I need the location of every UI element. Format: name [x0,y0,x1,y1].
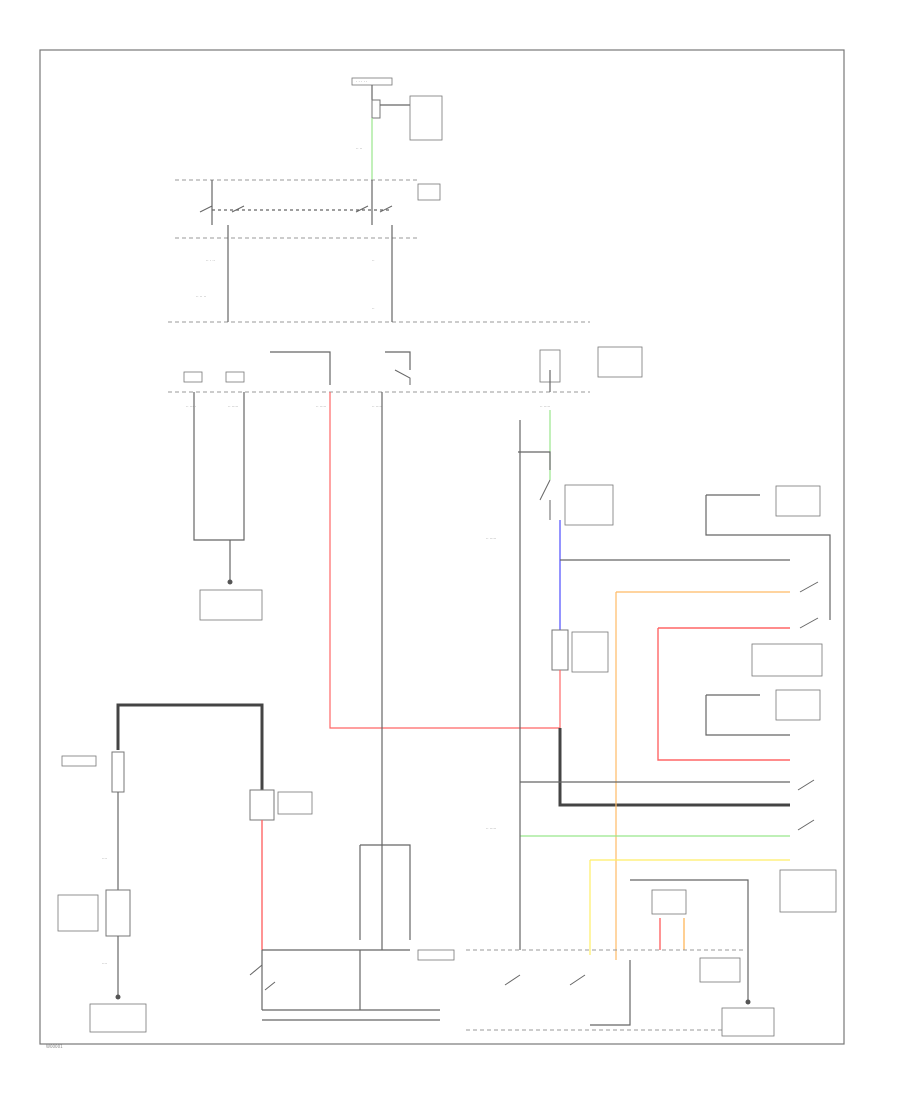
red-wire-right [657,627,790,761]
fuse-element [371,99,381,119]
svg-text:····: ···· [102,856,107,861]
right-switch-contacts-upper [799,581,819,629]
clutch-switch-block [518,410,790,807]
clutch-switch-contacts [539,479,551,520]
svg-text:····: ···· [102,961,107,966]
battery-label [57,894,99,932]
svg-text:··: ·· [372,306,375,311]
svg-text:·· ·····: ·· ····· [186,404,196,409]
clutch-interlock-label [751,643,823,677]
ignition-switch-outputs [227,225,393,320]
svg-text:·· · ··: ·· · ·· [206,258,215,263]
ground-point-1 [227,579,233,585]
svg-text:·· ·····: ·· ····· [228,404,238,409]
ignition-switch-internal [211,180,373,225]
ground-point-3 [745,999,751,1005]
ground-label-block [199,589,263,621]
right-bottom-label [779,869,837,913]
dark-wire-relay [558,728,790,807]
module-pin-2 [225,371,245,383]
ignition-switch-contacts [199,205,393,213]
starter-relay-label [277,791,313,815]
starter-motor-label [417,949,455,961]
right-switch-contacts-lower [797,779,815,831]
starter-contacts [249,964,276,991]
svg-text:·· ··: ·· ·· [356,146,362,151]
bottom-module-block [466,879,775,1037]
bottom-module-side-label [699,957,741,983]
control-module-block: ·· ····· ·· ····· ·· ····· ·· ····· ·· ·… [168,312,643,621]
fuse-label-text-block [409,95,443,141]
diagram-code: W00001 [46,1044,63,1049]
starter-branch [359,844,411,940]
module-switch [394,369,411,385]
svg-text:·· ·····: ·· ····· [316,404,326,409]
ignition-switch-block: · · · · · ·· ·· ·· · ·· ·· ·· ·· ·· ·· [175,77,443,320]
svg-text:·· ·····: ·· ····· [486,826,496,831]
starter-circuit-block: ···· ···· [57,703,455,1033]
right-lower-loop [705,694,790,736]
module-internal-wires [270,351,411,385]
battery-cable [116,703,264,790]
yellow-wire [589,859,790,955]
ground-label-3 [721,1007,775,1037]
ignition-switch-label [417,183,441,201]
ground-point-2 [115,994,121,1000]
clutch-branch [518,451,551,470]
right-upper-label [775,485,821,517]
clutch-relay [551,629,569,671]
battery [105,889,131,937]
starter-wires [261,949,410,1010]
right-upper-loop [705,495,831,620]
svg-text:·· ·····: ·· ····· [540,404,550,409]
bottom-module-label [651,889,687,915]
diagram-border [39,49,845,1045]
fusible-link-label [61,755,97,767]
svg-text:· · · · ·: · · · · · [356,79,367,84]
bottom-module-switches [504,974,586,986]
module-label-block [597,346,643,378]
bottom-module-internal [590,960,631,1026]
starter-relay [249,789,275,821]
starter-ground-wires [262,1009,440,1021]
module-feed-wires [227,312,393,322]
bottom-module-frame [630,879,749,1000]
right-switch-block: ·· ····· ·· ····· [486,420,837,960]
clutch-switch-label [564,484,614,526]
clutch-relay-label [571,631,609,673]
ground-loop-left [193,392,245,541]
svg-text:·· ·· ··: ·· ·· ·· [196,294,206,299]
svg-text:··: ·· [372,258,375,263]
svg-text:·· ·····: ·· ····· [486,536,496,541]
ground-label-2 [89,1003,147,1033]
svg-text:·· ·····: ·· ····· [372,404,382,409]
right-lower-label [775,689,821,721]
red-wire-center [329,392,560,729]
fusible-link [111,751,125,793]
module-pin-1 [183,371,203,383]
